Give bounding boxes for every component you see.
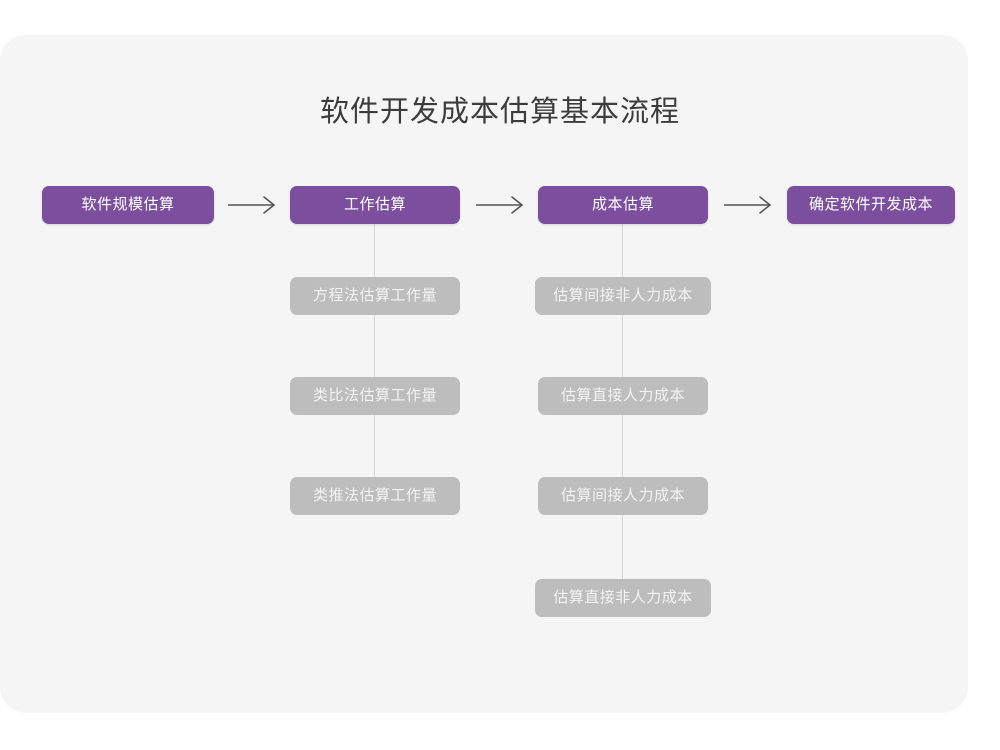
process-box-software-size-estimation[interactable]: 软件规模估算 — [42, 186, 214, 224]
sub-box-inference-method-effort[interactable]: 类推法估算工作量 — [290, 477, 460, 515]
process-box-cost-estimation[interactable]: 成本估算 — [538, 186, 708, 224]
arrow-right-icon-3 — [724, 194, 774, 216]
sub-box-analogy-method-effort[interactable]: 类比法估算工作量 — [290, 377, 460, 415]
process-box-determine-development-cost[interactable]: 确定软件开发成本 — [787, 186, 955, 224]
sub-box-indirect-nonlabor-cost[interactable]: 估算间接非人力成本 — [535, 277, 711, 315]
connector-line-column-2 — [374, 215, 375, 498]
sub-box-equation-method-effort[interactable]: 方程法估算工作量 — [290, 277, 460, 315]
arrow-right-icon-1 — [228, 194, 278, 216]
sub-box-indirect-labor-cost[interactable]: 估算间接人力成本 — [538, 477, 708, 515]
sub-box-direct-nonlabor-cost[interactable]: 估算直接非人力成本 — [535, 579, 711, 617]
diagram-panel — [0, 35, 968, 713]
page-title: 软件开发成本估算基本流程 — [319, 96, 680, 128]
arrow-right-icon-2 — [476, 194, 526, 216]
sub-box-direct-labor-cost[interactable]: 估算直接人力成本 — [538, 377, 708, 415]
process-box-effort-estimation[interactable]: 工作估算 — [290, 186, 460, 224]
